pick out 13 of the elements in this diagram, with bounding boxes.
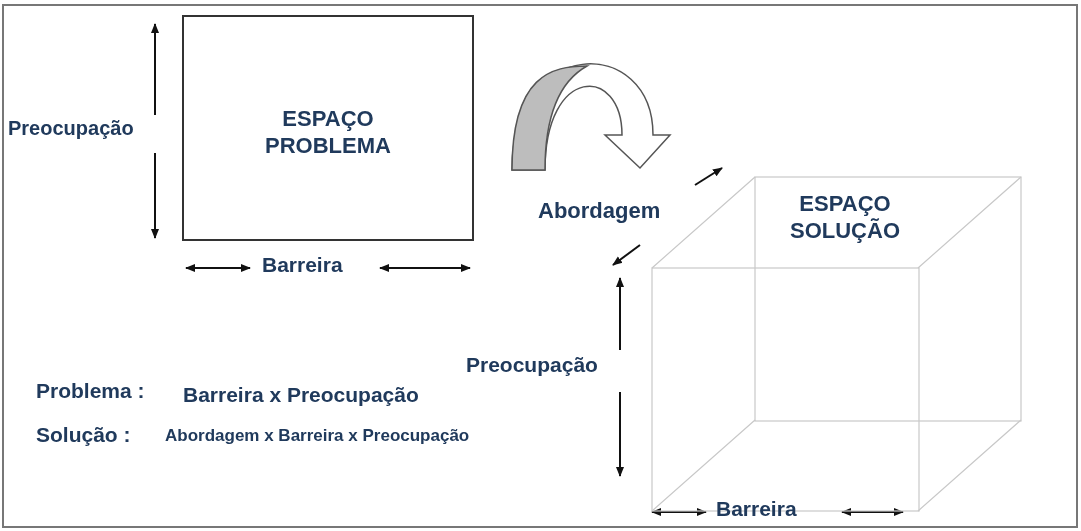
curved-arrow (511, 63, 671, 171)
axis-label: Abordagem (538, 200, 661, 222)
axis-label: Barreira (716, 498, 797, 519)
axis-label: Barreira (262, 254, 343, 275)
axis-label: Solução : (36, 424, 131, 445)
axis-label: Barreira x Preocupação (183, 384, 419, 405)
node-title: ESPAÇO SOLUÇÃO (789, 190, 901, 244)
axis-label: Problema : (36, 380, 145, 401)
axis-label: Abordagem x Barreira x Preocupação (165, 427, 470, 444)
node-title: ESPAÇO PROBLEMA (264, 105, 392, 159)
problem-space-rectangle (182, 15, 474, 241)
axis-label: Preocupação (466, 354, 598, 375)
axis-label: Preocupação (8, 118, 134, 138)
